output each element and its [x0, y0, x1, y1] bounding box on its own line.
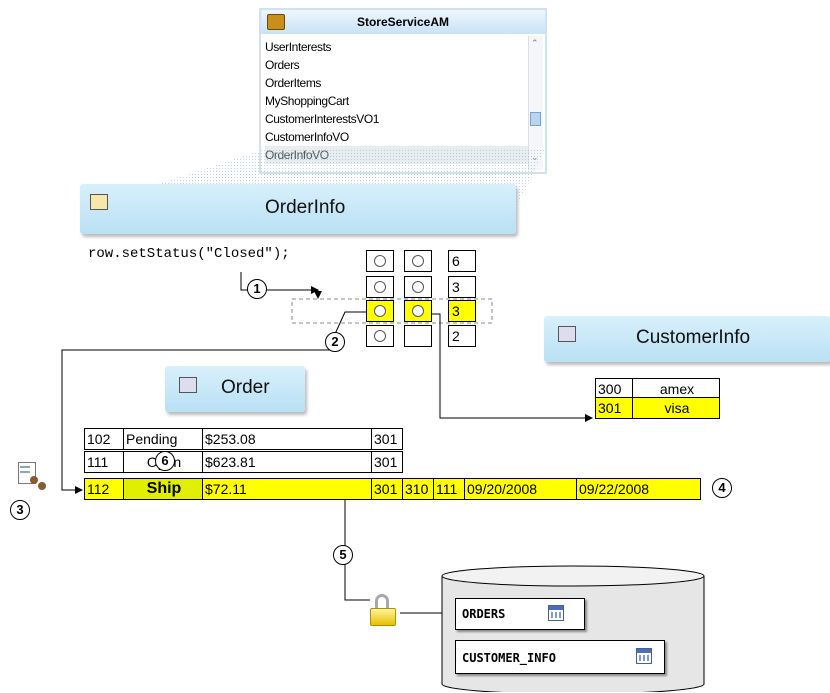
- current-row-selection: [291, 298, 493, 324]
- db-table-name: ORDERS: [462, 607, 506, 621]
- list-item[interactable]: OrderItems: [265, 76, 322, 90]
- customerinfo-header[interactable]: CustomerInfo: [544, 316, 830, 362]
- callout-2: 2: [325, 332, 345, 352]
- view-object-icon: [90, 194, 108, 210]
- callout-6: 6: [155, 451, 175, 471]
- table-cell: 111: [433, 478, 465, 500]
- orderinfo-title: OrderInfo: [265, 197, 346, 218]
- orderinfo-header[interactable]: OrderInfo: [80, 184, 516, 234]
- table-cell: amex: [632, 378, 720, 398]
- table-icon: [636, 648, 652, 664]
- lock-icon: [368, 594, 400, 628]
- row-number: 3: [448, 300, 476, 322]
- table-cell: $72.11: [202, 478, 372, 500]
- row-number: 3: [448, 276, 476, 298]
- table-cell: $623.81: [202, 451, 372, 473]
- callout-4: 4: [712, 478, 732, 498]
- table-cell: 301: [595, 397, 633, 419]
- table-cell: 09/22/2008: [576, 478, 701, 500]
- callout-5: 5: [333, 545, 353, 565]
- entity-gear-icon: [558, 326, 576, 342]
- table-cell: 310: [402, 478, 434, 500]
- table-cell: 112: [84, 478, 124, 500]
- order-title: Order: [221, 377, 270, 398]
- db-table-name: CUSTOMER_INFO: [462, 651, 556, 665]
- entity-gear-icon: [179, 377, 197, 393]
- briefcase-icon: [267, 14, 285, 30]
- row-number: 6: [448, 250, 476, 272]
- table-cell: Pending: [123, 428, 203, 450]
- table-cell: 09/20/2008: [464, 478, 577, 500]
- row-number: 2: [448, 325, 476, 347]
- list-item[interactable]: UserInterests: [265, 40, 332, 54]
- customerinfo-title: CustomerInfo: [636, 327, 751, 348]
- table-cell: Ship: [123, 478, 203, 500]
- callout-1: 1: [247, 279, 267, 299]
- scroll-thumb[interactable]: [530, 112, 541, 126]
- table-icon: [548, 605, 564, 621]
- table-cell: $253.08: [202, 428, 372, 450]
- entity-edit-icon: [18, 462, 48, 492]
- table-cell: 301: [371, 451, 403, 473]
- table-cell: visa: [632, 397, 720, 419]
- list-item[interactable]: MyShoppingCart: [265, 94, 349, 108]
- table-cell: 111: [84, 451, 124, 473]
- list-item[interactable]: CustomerInfoVO: [265, 130, 349, 144]
- callout-3: 3: [10, 500, 30, 520]
- table-cell: 301: [371, 478, 403, 500]
- scroll-up-icon[interactable]: ⌃: [531, 38, 539, 48]
- app-module-title-bar: StoreServiceAM: [261, 10, 545, 34]
- db-table-customer-info[interactable]: CUSTOMER_INFO: [455, 640, 665, 674]
- list-item[interactable]: Orders: [265, 58, 300, 72]
- app-module-title: StoreServiceAM: [356, 15, 450, 29]
- order-header[interactable]: Order: [165, 366, 305, 412]
- table-cell: 300: [595, 378, 633, 398]
- db-table-orders[interactable]: ORDERS: [455, 598, 585, 630]
- code-line: row.setStatus("Closed");: [88, 246, 290, 262]
- table-cell: 102: [84, 428, 124, 450]
- table-cell: 301: [371, 428, 403, 450]
- list-item[interactable]: CustomerInterestsVO1: [265, 112, 380, 126]
